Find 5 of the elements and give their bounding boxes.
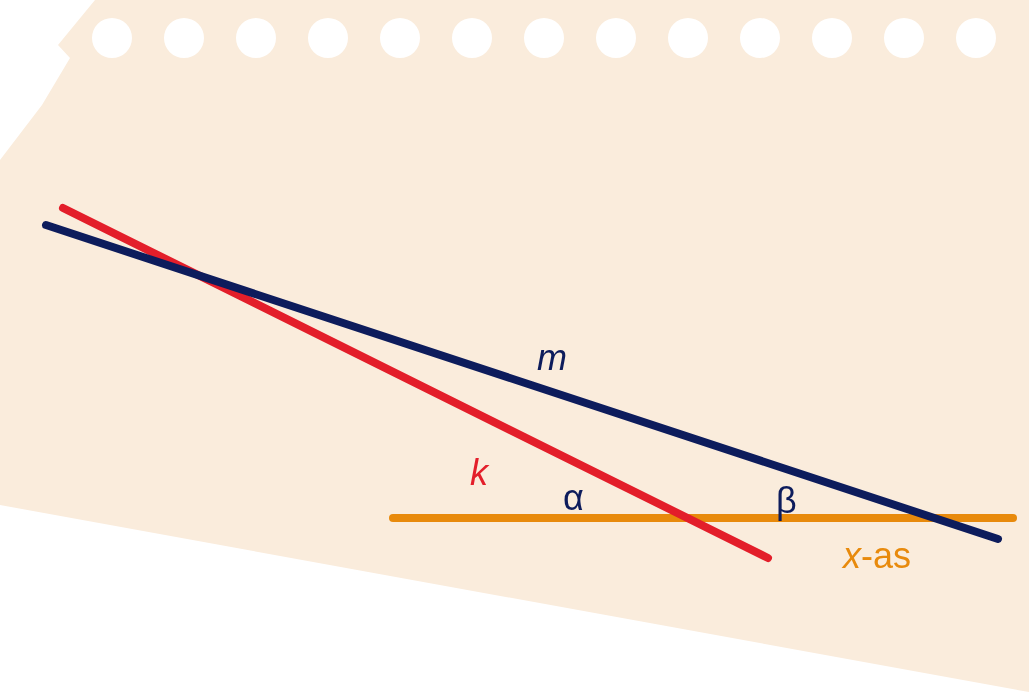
line-label: m: [537, 340, 567, 376]
angle-label: β: [776, 483, 797, 519]
axis-label: x-as: [843, 538, 911, 574]
line-label: k: [470, 455, 488, 491]
angle-label: α: [563, 480, 584, 516]
